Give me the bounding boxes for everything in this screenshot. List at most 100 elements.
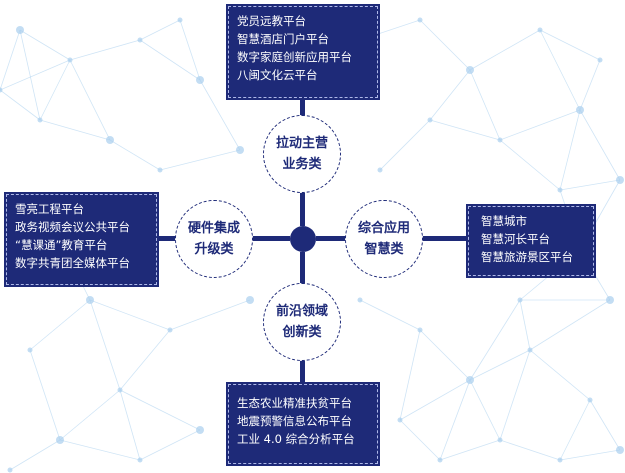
platforms-bottom-box: 生态农业精准扶贫平台 地震预警信息公布平台 工业 4.0 综合分析平台	[226, 382, 380, 466]
network-node	[7, 467, 13, 473]
network-link	[559, 109, 581, 191]
platform-item: 智慧旅游景区平台	[481, 250, 573, 264]
platform-item: “慧课通”教育平台	[15, 238, 108, 252]
network-node	[437, 457, 443, 463]
category-top-line-2: 业务类	[282, 157, 322, 172]
network-node	[576, 106, 584, 114]
network-node	[196, 76, 204, 84]
network-link	[139, 19, 181, 41]
network-link	[29, 299, 91, 351]
network-link	[469, 29, 541, 71]
network-link	[0, 59, 71, 91]
network-link	[169, 299, 251, 331]
network-node	[427, 117, 433, 123]
category-bottom-line-2: 创新类	[282, 325, 322, 340]
platform-item: 雪亮工程平台	[15, 202, 84, 216]
network-node	[236, 146, 244, 154]
network-node	[167, 327, 173, 333]
category-right-circle: 综合应用 智慧类	[345, 200, 423, 278]
network-link	[89, 299, 171, 331]
network-node	[137, 457, 143, 463]
network-link	[439, 379, 471, 461]
network-link	[529, 349, 591, 401]
network-link	[89, 299, 121, 391]
network-link	[589, 399, 621, 451]
platform-item: 党员远教平台	[237, 14, 306, 28]
network-link	[69, 39, 141, 61]
network-link	[499, 439, 561, 461]
network-link	[119, 389, 141, 461]
platform-item: 智慧城市	[481, 214, 527, 228]
network-link	[19, 29, 41, 121]
network-link	[119, 389, 201, 431]
network-node	[597, 57, 603, 63]
network-node	[196, 426, 204, 434]
network-link	[419, 329, 471, 381]
category-bottom-line-1: 前沿领域	[275, 304, 328, 319]
network-node	[86, 296, 94, 304]
category-left-circle: 硬件集成 升级类	[175, 200, 253, 278]
network-link	[499, 109, 581, 141]
network-link	[429, 119, 501, 141]
network-link	[69, 59, 111, 141]
network-node	[56, 436, 64, 444]
network-link	[519, 299, 531, 351]
network-node	[27, 347, 33, 353]
network-node	[67, 57, 73, 63]
network-node	[517, 297, 523, 303]
category-bottom-circle: 前沿领域 创新类	[263, 283, 341, 361]
network-link	[119, 329, 171, 391]
network-node	[557, 187, 563, 193]
network-node	[377, 167, 383, 173]
network-node	[37, 117, 43, 123]
network-node	[527, 347, 533, 353]
network-node	[417, 17, 423, 23]
network-link	[29, 349, 61, 441]
network-node	[397, 417, 403, 423]
network-node	[497, 437, 503, 443]
network-node	[0, 87, 3, 93]
network-link	[159, 149, 241, 171]
network-link	[579, 109, 621, 181]
network-node	[137, 37, 143, 43]
platform-item: 数字家庭创新应用平台	[237, 50, 352, 64]
network-link	[419, 19, 471, 71]
network-node	[606, 296, 614, 304]
network-node	[616, 446, 624, 454]
network-link	[199, 79, 241, 151]
network-link	[39, 59, 71, 121]
network-node	[16, 26, 24, 34]
network-link	[0, 89, 41, 121]
network-link	[179, 19, 201, 81]
network-node	[587, 397, 593, 403]
category-left-line-1: 硬件集成	[187, 221, 240, 236]
platform-item: 智慧酒店门户平台	[237, 32, 329, 46]
network-link	[399, 379, 471, 421]
platform-item: 八闽文化云平台	[237, 68, 318, 82]
network-link	[59, 439, 141, 461]
network-node	[497, 137, 503, 143]
category-right-line-1: 综合应用	[357, 221, 410, 236]
platforms-right-box: 智慧城市 智慧河长平台 智慧旅游景区平台	[466, 204, 596, 278]
network-link	[439, 439, 501, 461]
network-link	[529, 299, 611, 351]
network-node	[466, 66, 474, 74]
network-link	[19, 29, 71, 61]
network-link	[469, 299, 521, 381]
network-link	[359, 299, 421, 331]
network-node	[177, 17, 183, 23]
network-node	[557, 457, 563, 463]
network-link	[399, 329, 421, 421]
category-right-line-2: 智慧类	[364, 242, 404, 257]
network-node	[246, 296, 254, 304]
network-link	[499, 349, 531, 441]
network-link	[39, 119, 111, 141]
network-link	[139, 429, 201, 461]
center-hub	[290, 226, 316, 252]
network-node	[357, 297, 363, 303]
network-node	[117, 387, 123, 393]
network-link	[469, 349, 531, 381]
network-link	[559, 449, 621, 461]
platforms-left-box: 雪亮工程平台 政务视频会议公共平台 “慧课通”教育平台 数字共青团全媒体平台	[4, 192, 159, 287]
